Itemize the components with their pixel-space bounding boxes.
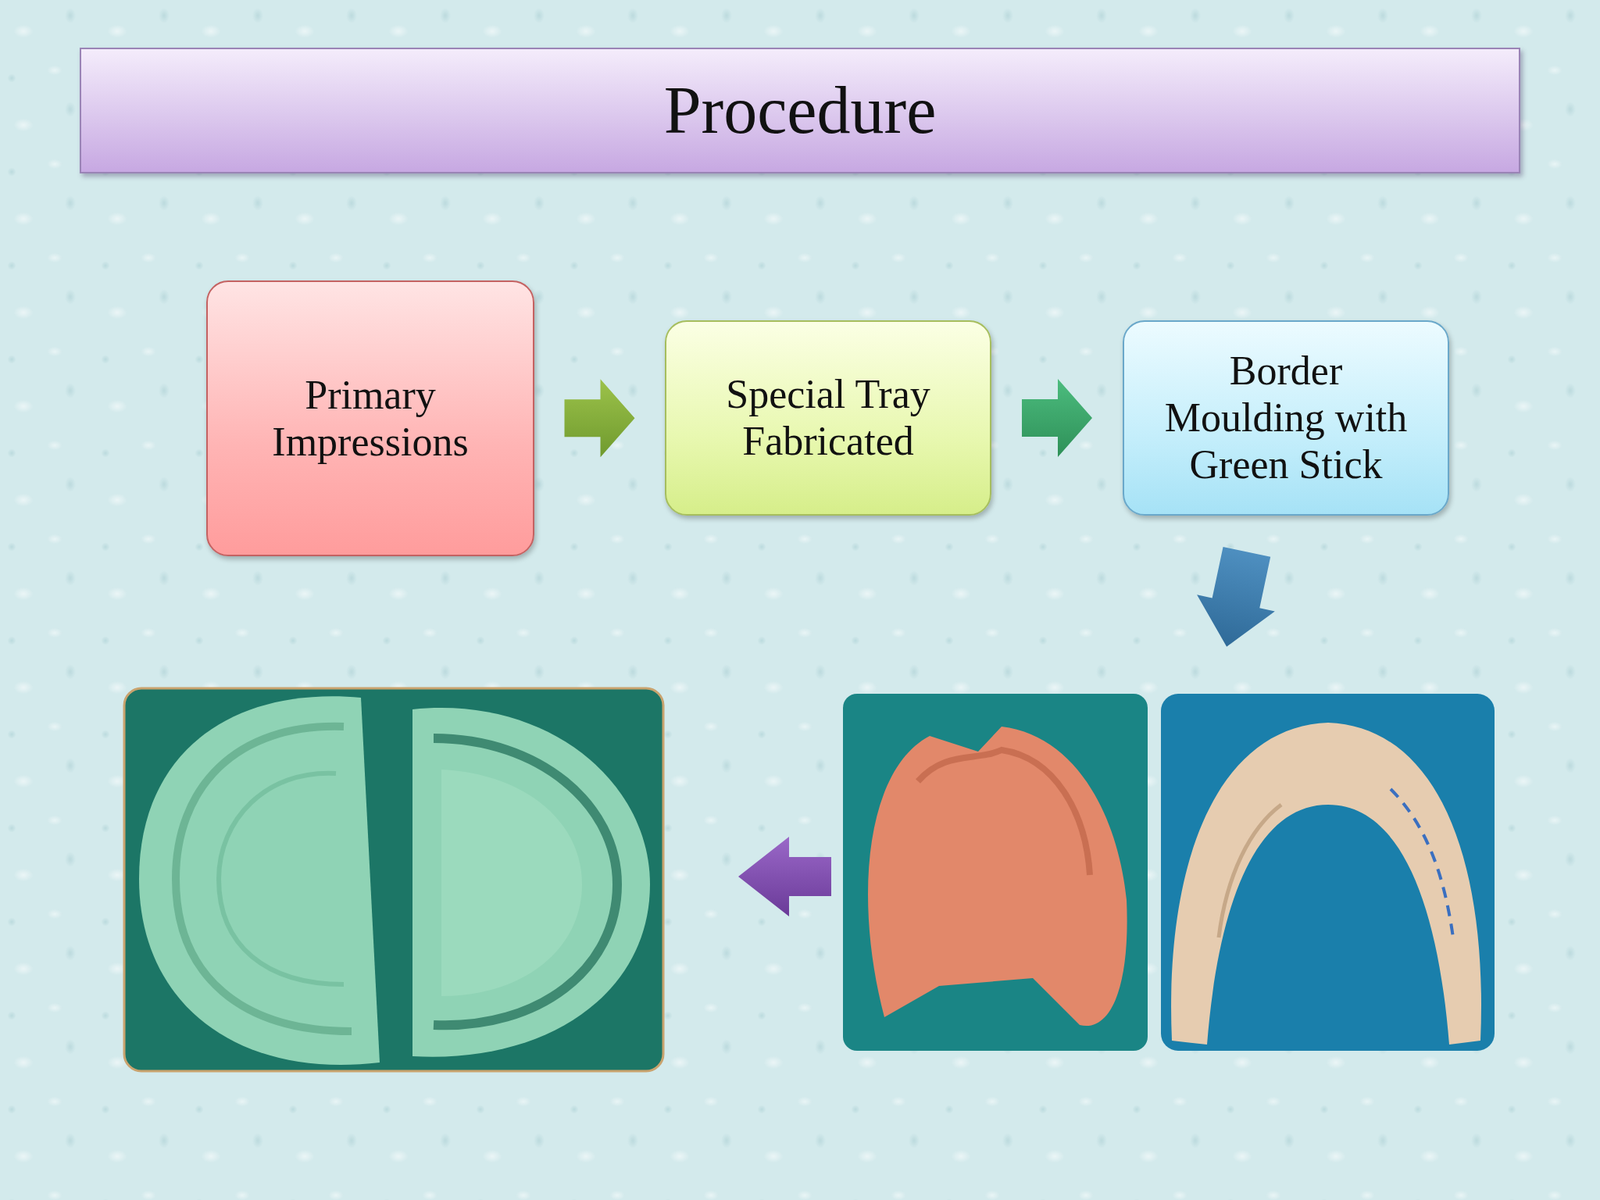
box-label: Border Moulding with Green Stick [1149, 347, 1423, 488]
box-label: Special Tray Fabricated [691, 371, 965, 465]
tray-photo [1160, 693, 1495, 1051]
box-label: Primary Impressions [233, 371, 508, 466]
title-band: Procedure [79, 47, 1521, 174]
left-arrow [738, 836, 832, 917]
cast-photo [124, 688, 664, 1072]
process-box: Primary Impressions [206, 280, 535, 557]
block-arrow [564, 378, 636, 458]
process-box: Special Tray Fabricated [664, 320, 992, 516]
tray-photo [842, 693, 1148, 1051]
block-arrow [1021, 378, 1093, 458]
process-box: Border Moulding with Green Stick [1122, 320, 1450, 516]
title-text: Procedure [664, 73, 937, 148]
down-arrow [1187, 543, 1286, 655]
